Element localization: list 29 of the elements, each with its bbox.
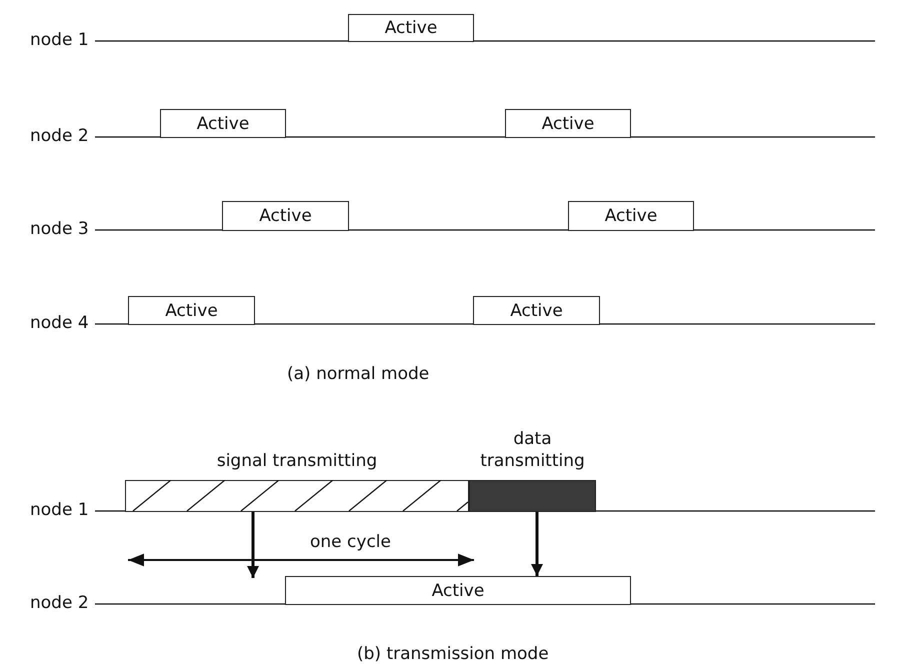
arrow [531, 512, 543, 576]
signal-name: node 3 [30, 219, 89, 239]
caption: (b) transmission mode [357, 644, 549, 664]
signal-name: node 4 [30, 313, 89, 333]
active-period-box [128, 296, 255, 325]
active-period-box [505, 109, 631, 138]
period-label: signal transmitting [216, 450, 378, 472]
state-label: Active [604, 206, 658, 226]
state-label: Active [432, 580, 484, 600]
period-label: data transmitting [479, 428, 586, 472]
state-label: Active [196, 114, 250, 134]
state-label: Active [542, 114, 594, 134]
dimension-label: one cycle [310, 532, 391, 552]
arrow [247, 512, 259, 578]
caption: (a) normal mode [287, 364, 430, 384]
signal-name: node 2 [30, 593, 89, 613]
signal-name: node 1 [30, 30, 89, 50]
state-label: Active [384, 18, 438, 38]
state-label: Active [259, 206, 312, 226]
active-period-box [285, 576, 631, 605]
state-label: Active [165, 300, 218, 320]
signal-name: node 2 [30, 126, 89, 146]
active-period-box [222, 201, 349, 231]
active-period-box [568, 201, 694, 231]
active-period-box [473, 296, 600, 325]
active-period-box [348, 14, 474, 42]
signal-name: node 1 [30, 500, 89, 520]
active-period-box [160, 109, 286, 138]
state-label: Active [510, 300, 563, 320]
